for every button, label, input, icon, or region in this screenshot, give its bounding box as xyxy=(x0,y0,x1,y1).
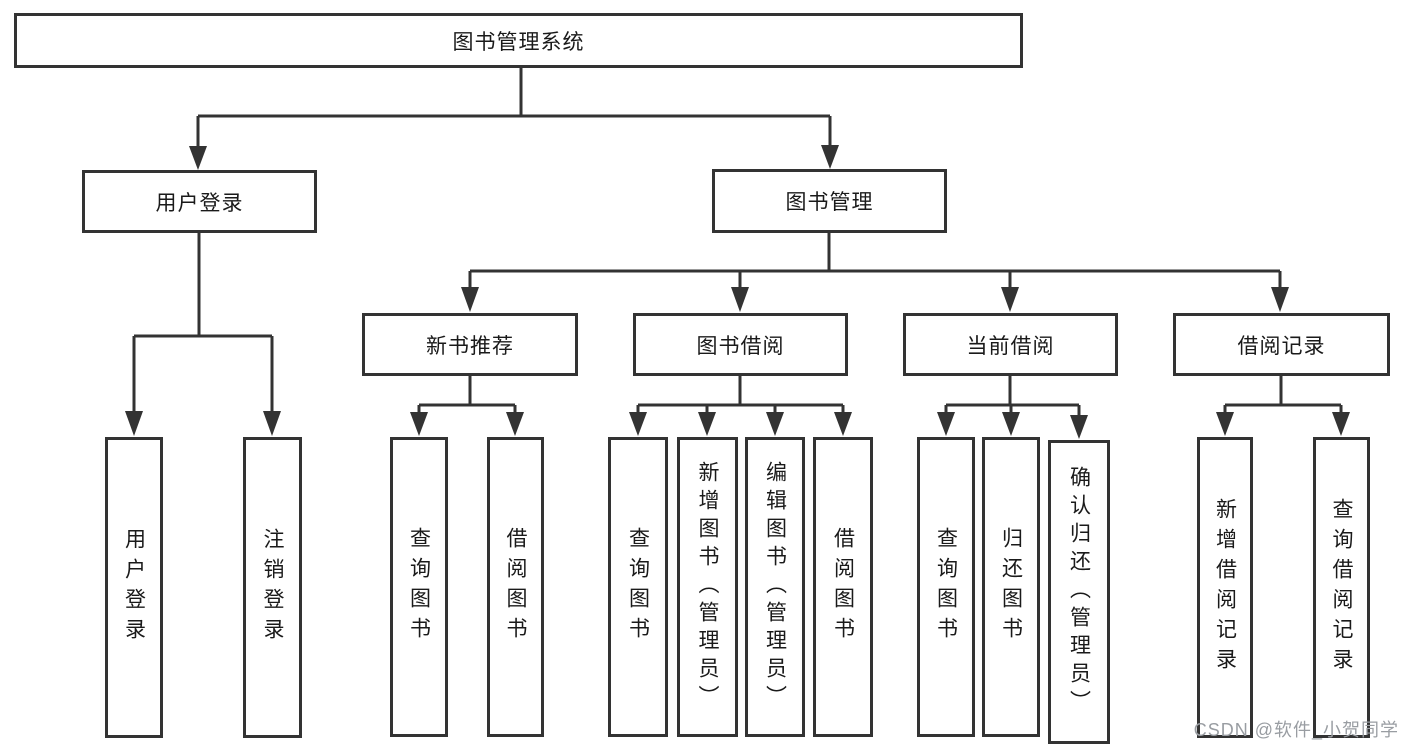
leaf-query-borrow-record: 查询借阅记录 xyxy=(1313,437,1370,738)
leaf-label: 用户登录 xyxy=(122,527,146,648)
leaf-label: 新增借阅记录 xyxy=(1213,497,1237,678)
leaf-label: 确认归还（管理员） xyxy=(1067,466,1091,718)
node-book-management: 图书管理 xyxy=(712,169,947,233)
leaf-query-books-borrow: 查询图书 xyxy=(608,437,668,737)
leaf-label: 查询图书 xyxy=(626,527,650,647)
leaf-label: 查询图书 xyxy=(934,527,958,647)
leaf-label: 编辑图书（管理员） xyxy=(763,461,787,713)
leaf-confirm-return-admin: 确认归还（管理员） xyxy=(1048,440,1110,744)
leaf-label: 新增图书（管理员） xyxy=(696,461,719,713)
node-book-borrow: 图书借阅 xyxy=(633,313,848,376)
leaf-query-books-current: 查询图书 xyxy=(917,437,975,737)
leaf-label: 归还图书 xyxy=(999,527,1023,647)
leaf-label: 借阅图书 xyxy=(504,527,527,647)
csdn-watermark: CSDN @软件_小贺同学 xyxy=(1193,720,1399,740)
node-current-borrow: 当前借阅 xyxy=(903,313,1118,376)
leaf-borrow-books-recommend: 借阅图书 xyxy=(487,437,544,737)
leaf-query-books-recommend: 查询图书 xyxy=(390,437,448,737)
leaf-label: 查询借阅记录 xyxy=(1330,497,1353,678)
node-root-library-system: 图书管理系统 xyxy=(14,13,1023,68)
leaf-label: 查询图书 xyxy=(407,527,431,647)
leaf-borrow-books: 借阅图书 xyxy=(813,437,873,737)
leaf-return-book: 归还图书 xyxy=(982,437,1040,737)
node-new-book-recommend: 新书推荐 xyxy=(362,313,578,376)
node-user-login: 用户登录 xyxy=(82,170,317,233)
node-borrow-records: 借阅记录 xyxy=(1173,313,1390,376)
leaf-label: 借阅图书 xyxy=(831,527,855,647)
leaf-edit-book-admin: 编辑图书（管理员） xyxy=(745,437,805,737)
leaf-logout: 注销登录 xyxy=(243,437,302,738)
leaf-user-login: 用户登录 xyxy=(105,437,163,738)
leaf-add-borrow-record: 新增借阅记录 xyxy=(1197,437,1253,738)
leaf-add-book-admin: 新增图书（管理员） xyxy=(677,437,738,737)
leaf-label: 注销登录 xyxy=(261,527,284,648)
